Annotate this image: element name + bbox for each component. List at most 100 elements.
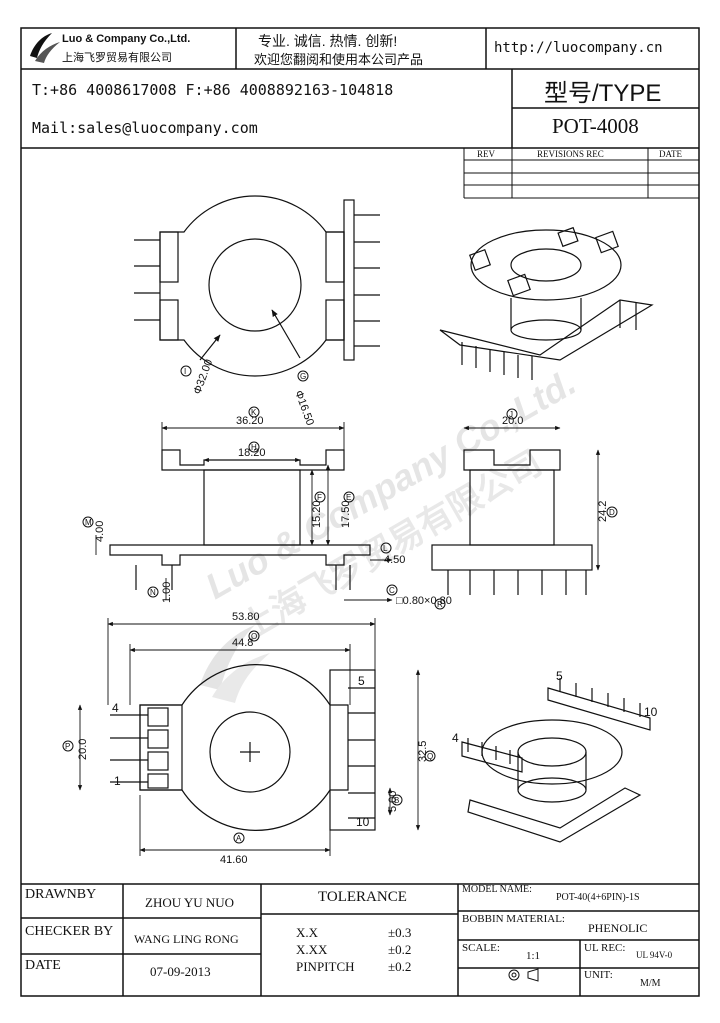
svg-text:F: F <box>317 493 322 502</box>
revisions-col-date: DATE <box>659 149 682 159</box>
svg-text:A: A <box>236 834 242 843</box>
balloon-R: R <box>434 598 446 610</box>
dimension-lines <box>77 422 601 856</box>
dim-side-242: 24.2 <box>597 501 609 522</box>
balloon-M: M <box>82 516 94 528</box>
balloon-C: C <box>386 584 398 596</box>
dim-pin-size: □0.80×0.80 <box>396 595 452 607</box>
dim-width-top: 36.20 <box>236 415 264 427</box>
tolerance-label: TOLERANCE <box>318 889 407 905</box>
balloon-P: P <box>62 740 74 752</box>
revisions-col-rev: REV <box>477 149 495 159</box>
unit-label: UNIT: <box>584 969 613 981</box>
dim-width-inner: 18.20 <box>238 447 266 459</box>
base-view <box>110 664 376 831</box>
balloon-L: L <box>380 542 392 554</box>
balloon-B: B <box>391 794 403 806</box>
dim-height-15: 15.20 <box>311 500 323 528</box>
iso-pin-label-4: 4 <box>452 731 459 745</box>
svg-text:M: M <box>85 518 92 527</box>
front-view <box>109 449 371 590</box>
dim-inner-diameter: Φ16.50 <box>292 389 316 427</box>
balloon-H: H <box>248 441 260 453</box>
dim-base-500: 5.00 <box>387 791 399 812</box>
balloon-D: D <box>606 506 618 518</box>
frame <box>20 27 700 997</box>
model-number: POT-4008 <box>552 114 639 138</box>
dim-outer-diameter: Φ32.00 <box>192 358 216 396</box>
balloon-A: A <box>233 832 245 844</box>
type-label: 型号/TYPE <box>544 80 662 107</box>
balloon-F: F <box>314 491 326 503</box>
company-name-cn: 上海飞罗贸易有限公司 <box>62 52 172 64</box>
revisions-col-rec: REVISIONS REC <box>537 149 604 159</box>
company-logo-icon <box>30 33 60 63</box>
dim-450: 4.50 <box>384 554 405 566</box>
isometric-top-view <box>439 226 654 380</box>
dim-base-416: 41.60 <box>220 854 248 866</box>
drawnby-value: ZHOU YU NUO <box>145 895 235 910</box>
pin-label-10: 10 <box>356 815 370 829</box>
tol-pin-value: ±0.2 <box>388 959 412 974</box>
checker-value: WANG LING RONG <box>134 932 239 946</box>
dim-base-200: 20.0 <box>77 739 89 760</box>
scale-label: SCALE: <box>462 942 500 954</box>
email-link[interactable]: Mail:sales@luocompany.com <box>32 119 258 137</box>
dim-side-20: 20.0 <box>502 415 523 427</box>
title-block-grid <box>21 883 699 996</box>
checker-label: CHECKER BY <box>25 924 114 939</box>
isometric-base-view <box>461 678 651 843</box>
svg-text:J: J <box>509 410 513 419</box>
balloon-J: J <box>506 408 518 420</box>
revisions-table <box>463 148 699 199</box>
tol-xxx-label: X.XX <box>296 942 328 957</box>
svg-text:N: N <box>150 588 156 597</box>
bobbin-label: BOBBIN MATERIAL: <box>462 913 565 925</box>
svg-text:D: D <box>609 508 615 517</box>
unit-value: M/M <box>640 978 661 989</box>
model-name-label: MODEL NAME: <box>462 884 532 895</box>
svg-text:G: G <box>300 372 306 381</box>
balloon-N: N <box>147 586 159 598</box>
svg-text:B: B <box>394 796 399 805</box>
pin-label-1: 1 <box>114 774 121 788</box>
balloon-O: O <box>248 630 260 642</box>
balloon-G: G <box>297 370 309 382</box>
balloons: A B C D E F G H I J K L M N O P Q R <box>62 365 618 844</box>
pin-label-5: 5 <box>358 674 365 688</box>
projection-symbol-icon <box>508 968 539 982</box>
pin-label-4: 4 <box>112 701 119 715</box>
dim-base-538: 53.80 <box>232 611 260 623</box>
phone-fax: T:+86 4008617008 F:+86 4008892163-104818 <box>32 81 394 99</box>
tol-pin-label: PINPITCH <box>296 959 355 974</box>
svg-text:Q: Q <box>427 752 433 761</box>
model-name-value: POT-40(4+6PIN)-1S <box>556 892 640 903</box>
iso-pin-label-5: 5 <box>556 669 563 683</box>
svg-text:C: C <box>389 586 395 595</box>
tol-xxx-value: ±0.2 <box>388 942 412 957</box>
iso-pin-label-10: 10 <box>644 705 658 719</box>
side-view <box>431 449 593 595</box>
website-link[interactable]: http://luocompany.cn <box>494 40 663 56</box>
balloon-Q: Q <box>424 750 436 762</box>
balloon-K: K <box>248 406 260 418</box>
svg-text:I: I <box>184 367 186 376</box>
svg-text:O: O <box>251 632 257 641</box>
drawnby-label: DRAWNBY <box>25 887 97 902</box>
bobbin-value: PHENOLIC <box>588 921 648 935</box>
dim-base-448: 44.8 <box>232 637 253 649</box>
dimension-labels: Φ32.00 Φ16.50 36.20 18.20 15.20 17.50 4.… <box>77 358 658 866</box>
watermark-logo-icon <box>200 625 270 703</box>
tol-xx-value: ±0.3 <box>388 925 412 940</box>
dim-height-17: 17.50 <box>340 500 352 528</box>
date-label: DATE <box>25 958 61 973</box>
slogan-line-2: 欢迎您翻阅和使用本公司产品 <box>254 52 424 67</box>
svg-text:P: P <box>65 742 70 751</box>
dim-height-4: 4.00 <box>94 521 106 542</box>
date-value: 07-09-2013 <box>150 964 211 979</box>
ul-rec-value: UL 94V-0 <box>636 950 673 960</box>
top-view <box>134 195 380 377</box>
svg-text:L: L <box>383 544 388 553</box>
